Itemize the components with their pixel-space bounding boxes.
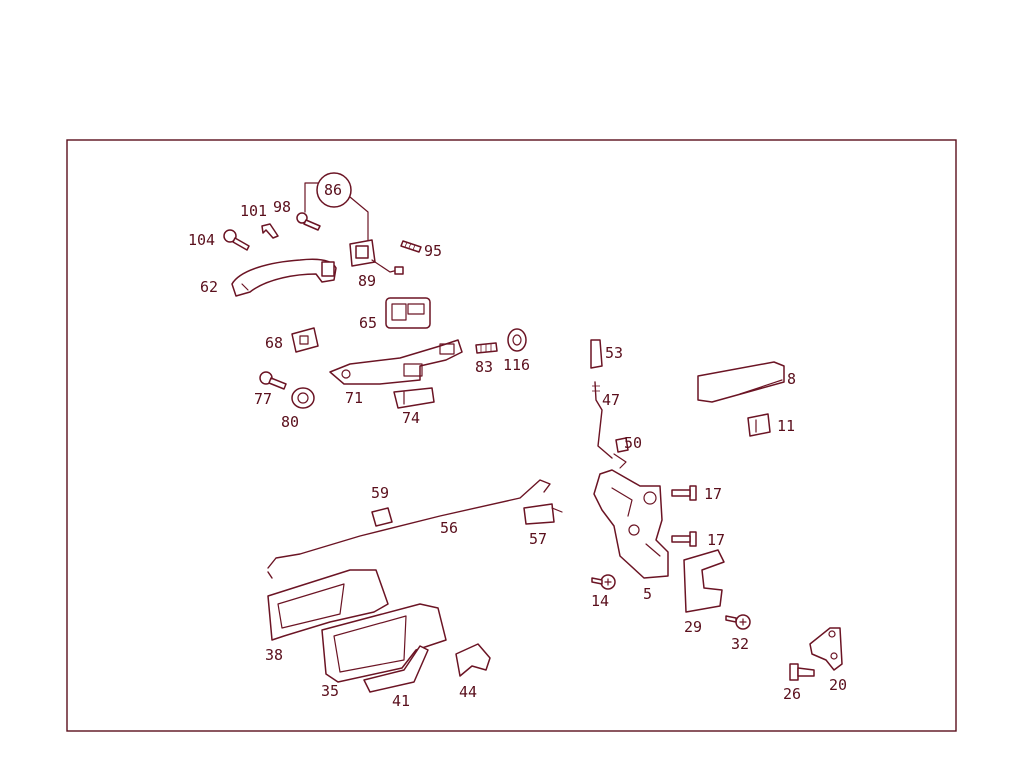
bushing-80 xyxy=(291,387,315,409)
bracket-68 xyxy=(291,327,319,353)
label-83: 83 xyxy=(475,358,493,376)
callout-86 xyxy=(304,172,369,241)
label-8: 8 xyxy=(787,370,796,388)
cover-8 xyxy=(697,361,785,403)
label-44: 44 xyxy=(459,683,477,701)
knob-53 xyxy=(590,339,603,369)
inner-bezel-35 xyxy=(321,603,447,683)
label-62: 62 xyxy=(200,278,218,296)
outer-handle-62 xyxy=(231,258,337,297)
door-lock-5 xyxy=(593,469,669,579)
label-56: 56 xyxy=(440,519,458,537)
label-89: 89 xyxy=(358,272,376,290)
label-71: 71 xyxy=(345,389,363,407)
screw-26 xyxy=(789,663,815,681)
label-86: 86 xyxy=(324,181,342,199)
inner-bezel-38 xyxy=(267,569,389,641)
label-59: 59 xyxy=(371,484,389,502)
label-32: 32 xyxy=(731,635,749,653)
label-80: 80 xyxy=(281,413,299,431)
label-65: 65 xyxy=(359,314,377,332)
screw-14 xyxy=(591,574,616,590)
label-116: 116 xyxy=(503,356,530,374)
clip-74 xyxy=(393,387,435,409)
diagram-frame xyxy=(66,139,957,732)
label-5: 5 xyxy=(643,585,652,603)
key-101 xyxy=(261,223,279,239)
screw-95 xyxy=(400,240,422,253)
label-50: 50 xyxy=(624,434,642,452)
handle-carrier-71 xyxy=(329,339,463,385)
bolt-77 xyxy=(259,371,287,390)
label-11: 11 xyxy=(777,417,795,435)
spring-83 xyxy=(475,342,498,354)
clip-50 xyxy=(613,437,629,469)
label-17a: 17 xyxy=(704,485,722,503)
label-101: 101 xyxy=(240,202,267,220)
rod-56 xyxy=(267,479,551,579)
label-14: 14 xyxy=(591,592,609,610)
striker-cover-29 xyxy=(683,549,725,613)
label-29: 29 xyxy=(684,618,702,636)
lock-cylinder-89 xyxy=(349,239,404,275)
screw-17b xyxy=(671,531,697,547)
clip-59 xyxy=(371,507,393,527)
label-53: 53 xyxy=(605,344,623,362)
screw-32 xyxy=(725,614,751,630)
label-68: 68 xyxy=(265,334,283,352)
label-35: 35 xyxy=(321,682,339,700)
label-77: 77 xyxy=(254,390,272,408)
gasket-65 xyxy=(385,297,431,329)
striker-20 xyxy=(809,627,843,671)
inner-handle-41 xyxy=(363,645,429,693)
bushing-116 xyxy=(507,328,527,352)
label-74: 74 xyxy=(402,409,420,427)
label-41: 41 xyxy=(392,692,410,710)
label-26: 26 xyxy=(783,685,801,703)
screw-17a xyxy=(671,485,697,501)
clip-11 xyxy=(747,413,771,437)
label-17b: 17 xyxy=(707,531,725,549)
key-104 xyxy=(223,229,250,251)
label-20: 20 xyxy=(829,676,847,694)
key-98 xyxy=(296,212,321,231)
trim-44 xyxy=(455,643,491,677)
label-38: 38 xyxy=(265,646,283,664)
label-47: 47 xyxy=(602,391,620,409)
label-95: 95 xyxy=(424,242,442,260)
clip-57 xyxy=(523,503,563,525)
label-57: 57 xyxy=(529,530,547,548)
label-104: 104 xyxy=(188,231,215,249)
label-98: 98 xyxy=(273,198,291,216)
rod-47 xyxy=(592,381,613,459)
